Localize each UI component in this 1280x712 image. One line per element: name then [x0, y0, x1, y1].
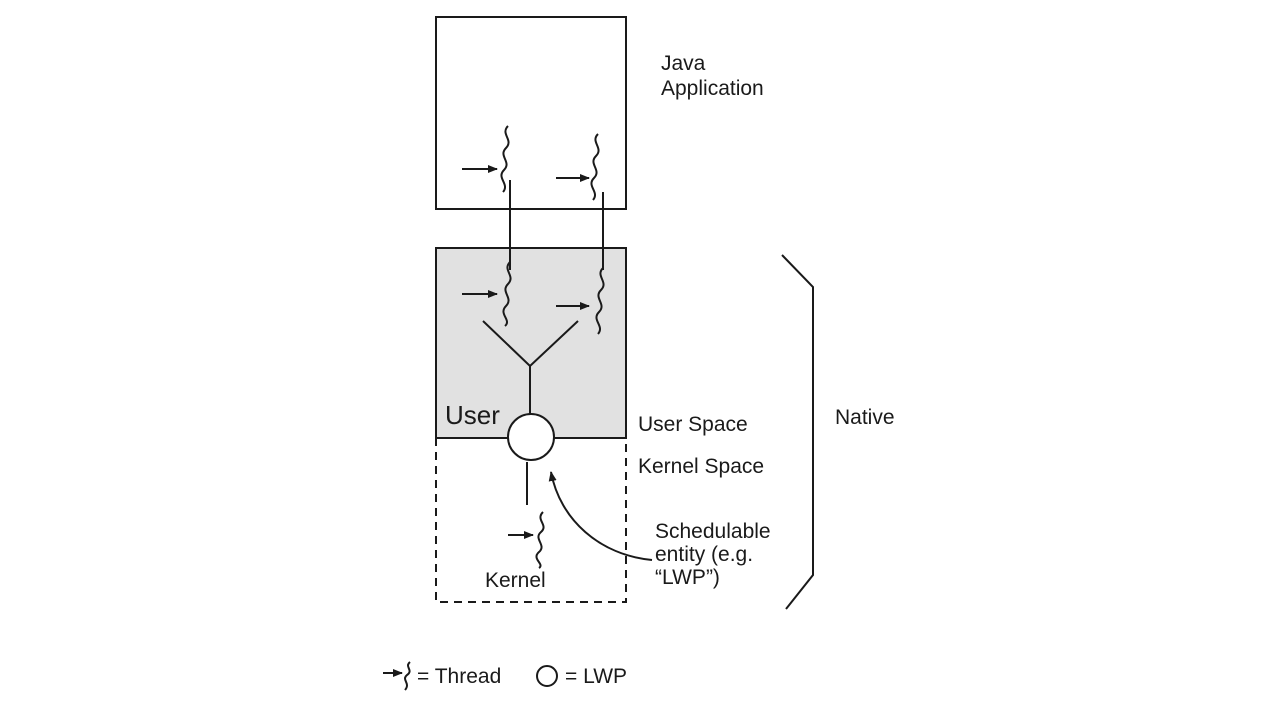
native-brace: [781, 254, 814, 610]
legend-thread-label: = Thread: [417, 665, 501, 688]
kernel-space-label: Kernel Space: [638, 455, 764, 478]
user-box-label: User: [445, 400, 500, 430]
kernel-thread-icon: [508, 511, 545, 569]
java-thread-left-icon: [462, 125, 510, 193]
schedulable-entity-arrow: [548, 471, 653, 561]
legend-lwp-label: = LWP: [565, 665, 627, 688]
native-label: Native: [835, 406, 895, 429]
lwp-circle-icon: [507, 413, 555, 461]
java-application-label-line2: Application: [661, 77, 764, 100]
java-application-box: [435, 16, 627, 210]
java-thread-right-icon: [556, 133, 600, 201]
kernel-space-box: [435, 438, 627, 603]
schedulable-label-line2: entity (e.g.: [655, 543, 753, 566]
java-application-label-line1: Java: [661, 52, 706, 75]
legend-thread-icon: [383, 661, 411, 691]
schedulable-label-line1: Schedulable: [655, 520, 771, 543]
schedulable-label-line3: “LWP”): [655, 566, 720, 589]
legend-lwp-icon: [536, 665, 558, 687]
kernel-box-label: Kernel: [485, 569, 546, 592]
legend: = Thread = LWP: [383, 661, 627, 691]
user-thread-right-icon: [556, 267, 605, 335]
user-thread-left-icon: [462, 261, 512, 327]
user-space-label: User Space: [638, 413, 748, 436]
